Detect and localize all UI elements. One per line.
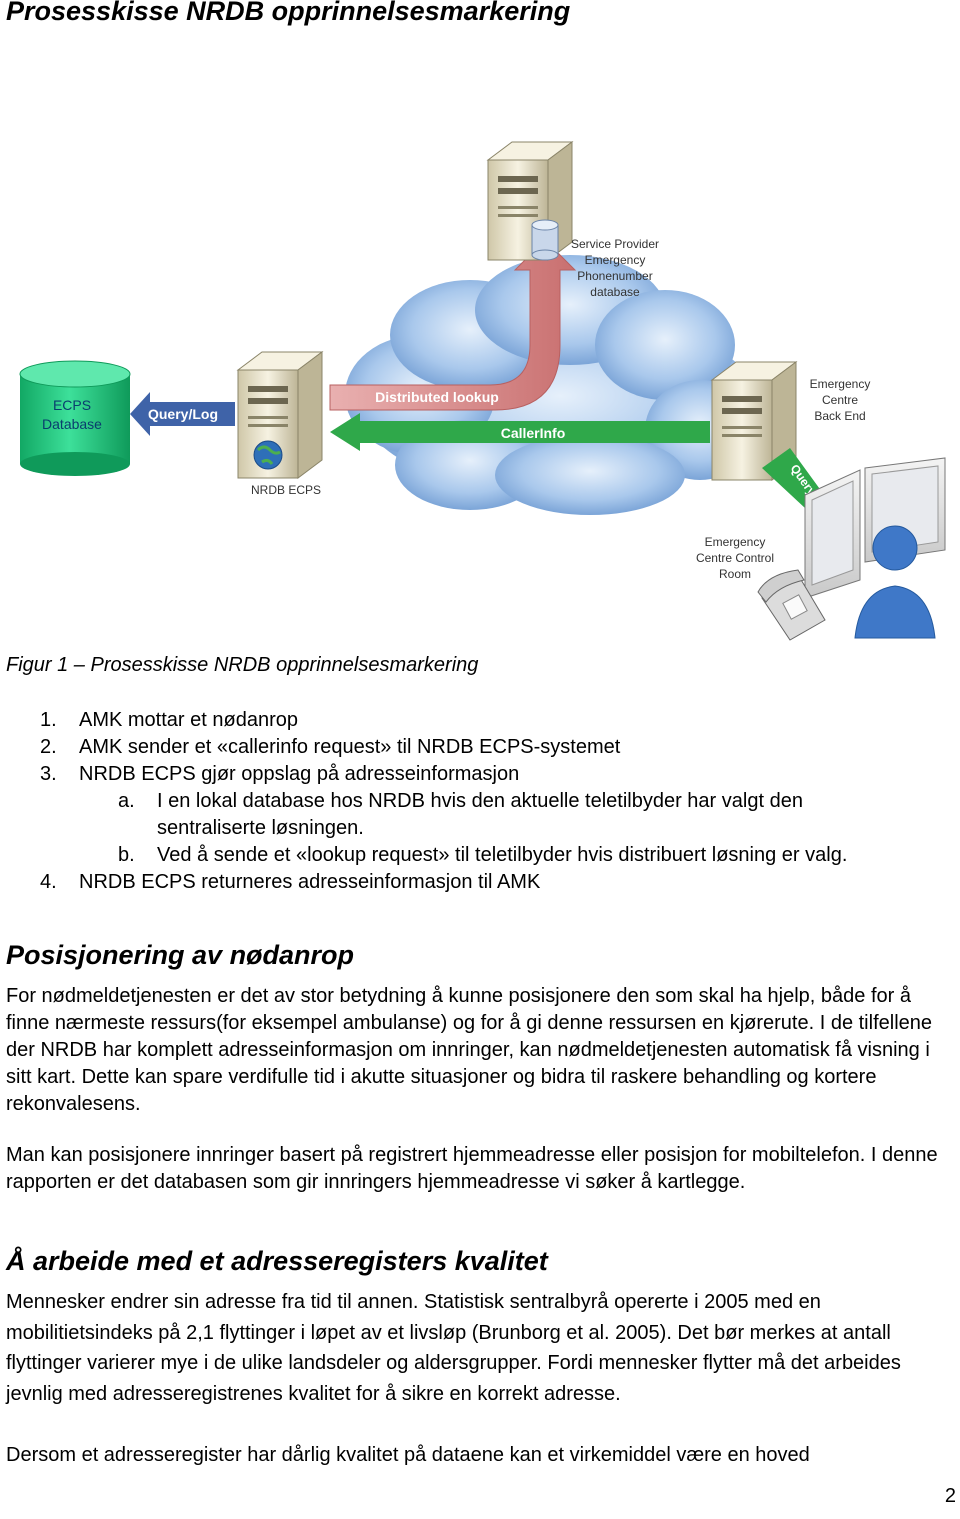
sp-label-1: Service Provider bbox=[571, 237, 659, 251]
ecps-database-cylinder: ECPS Database bbox=[19, 360, 131, 476]
paragraph: Man kan posisjonere innringer basert på … bbox=[6, 1144, 938, 1193]
phone-icon bbox=[757, 569, 826, 641]
distributed-lookup-label: Distributed lookup bbox=[375, 389, 499, 405]
process-diagram: ECPS Database Query/Log NRDB ECPS Distri… bbox=[19, 141, 946, 641]
ecps-label-1: ECPS bbox=[53, 397, 91, 413]
paragraph: Mennesker endrer sin adresse fra tid til… bbox=[6, 1291, 901, 1405]
network-cloud bbox=[345, 255, 760, 515]
service-provider-server: Service Provider Emergency Phonenumber d… bbox=[486, 141, 659, 299]
sp-label-3: Phonenumber bbox=[577, 269, 652, 283]
sp-label-2: Emergency bbox=[585, 253, 646, 267]
control-label-2: Centre Control bbox=[696, 551, 774, 565]
nrdb-ecps-label: NRDB ECPS bbox=[251, 483, 321, 497]
sp-label-4: database bbox=[590, 285, 640, 299]
section-heading: Å arbeide med et adresseregisters kvalit… bbox=[6, 1246, 548, 1276]
page-number: 2 bbox=[944, 1485, 956, 1507]
nrdb-server: NRDB ECPS bbox=[236, 351, 324, 497]
callerinfo-arrow: CallerInfo bbox=[330, 413, 710, 451]
control-room: Emergency Centre Control Room bbox=[696, 457, 946, 641]
query-log-label: Query/Log bbox=[148, 406, 218, 422]
section-heading: Posisjonering av nødanrop bbox=[6, 940, 355, 970]
figure-caption: Figur 1 – Prosesskisse NRDB opprinnelses… bbox=[6, 654, 479, 676]
person-icon bbox=[854, 525, 936, 639]
backend-label-2: Centre bbox=[822, 393, 858, 407]
callerinfo-label: CallerInfo bbox=[501, 425, 566, 441]
ecps-label-2: Database bbox=[42, 416, 102, 432]
control-label-1: Emergency bbox=[705, 535, 766, 549]
paragraph: For nødmeldetjenesten er det av stor bet… bbox=[6, 985, 933, 1115]
backend-label-1: Emergency bbox=[810, 377, 871, 391]
paragraph: Dersom et adresseregister har dårlig kva… bbox=[6, 1444, 810, 1466]
page-title: Prosesskisse NRDB opprinnelsesmarkering bbox=[6, 0, 571, 26]
backend-label-3: Back End bbox=[814, 409, 865, 423]
control-label-3: Room bbox=[719, 567, 751, 581]
query-log-arrow: Query/Log bbox=[130, 392, 235, 436]
globe-icon bbox=[253, 440, 283, 470]
